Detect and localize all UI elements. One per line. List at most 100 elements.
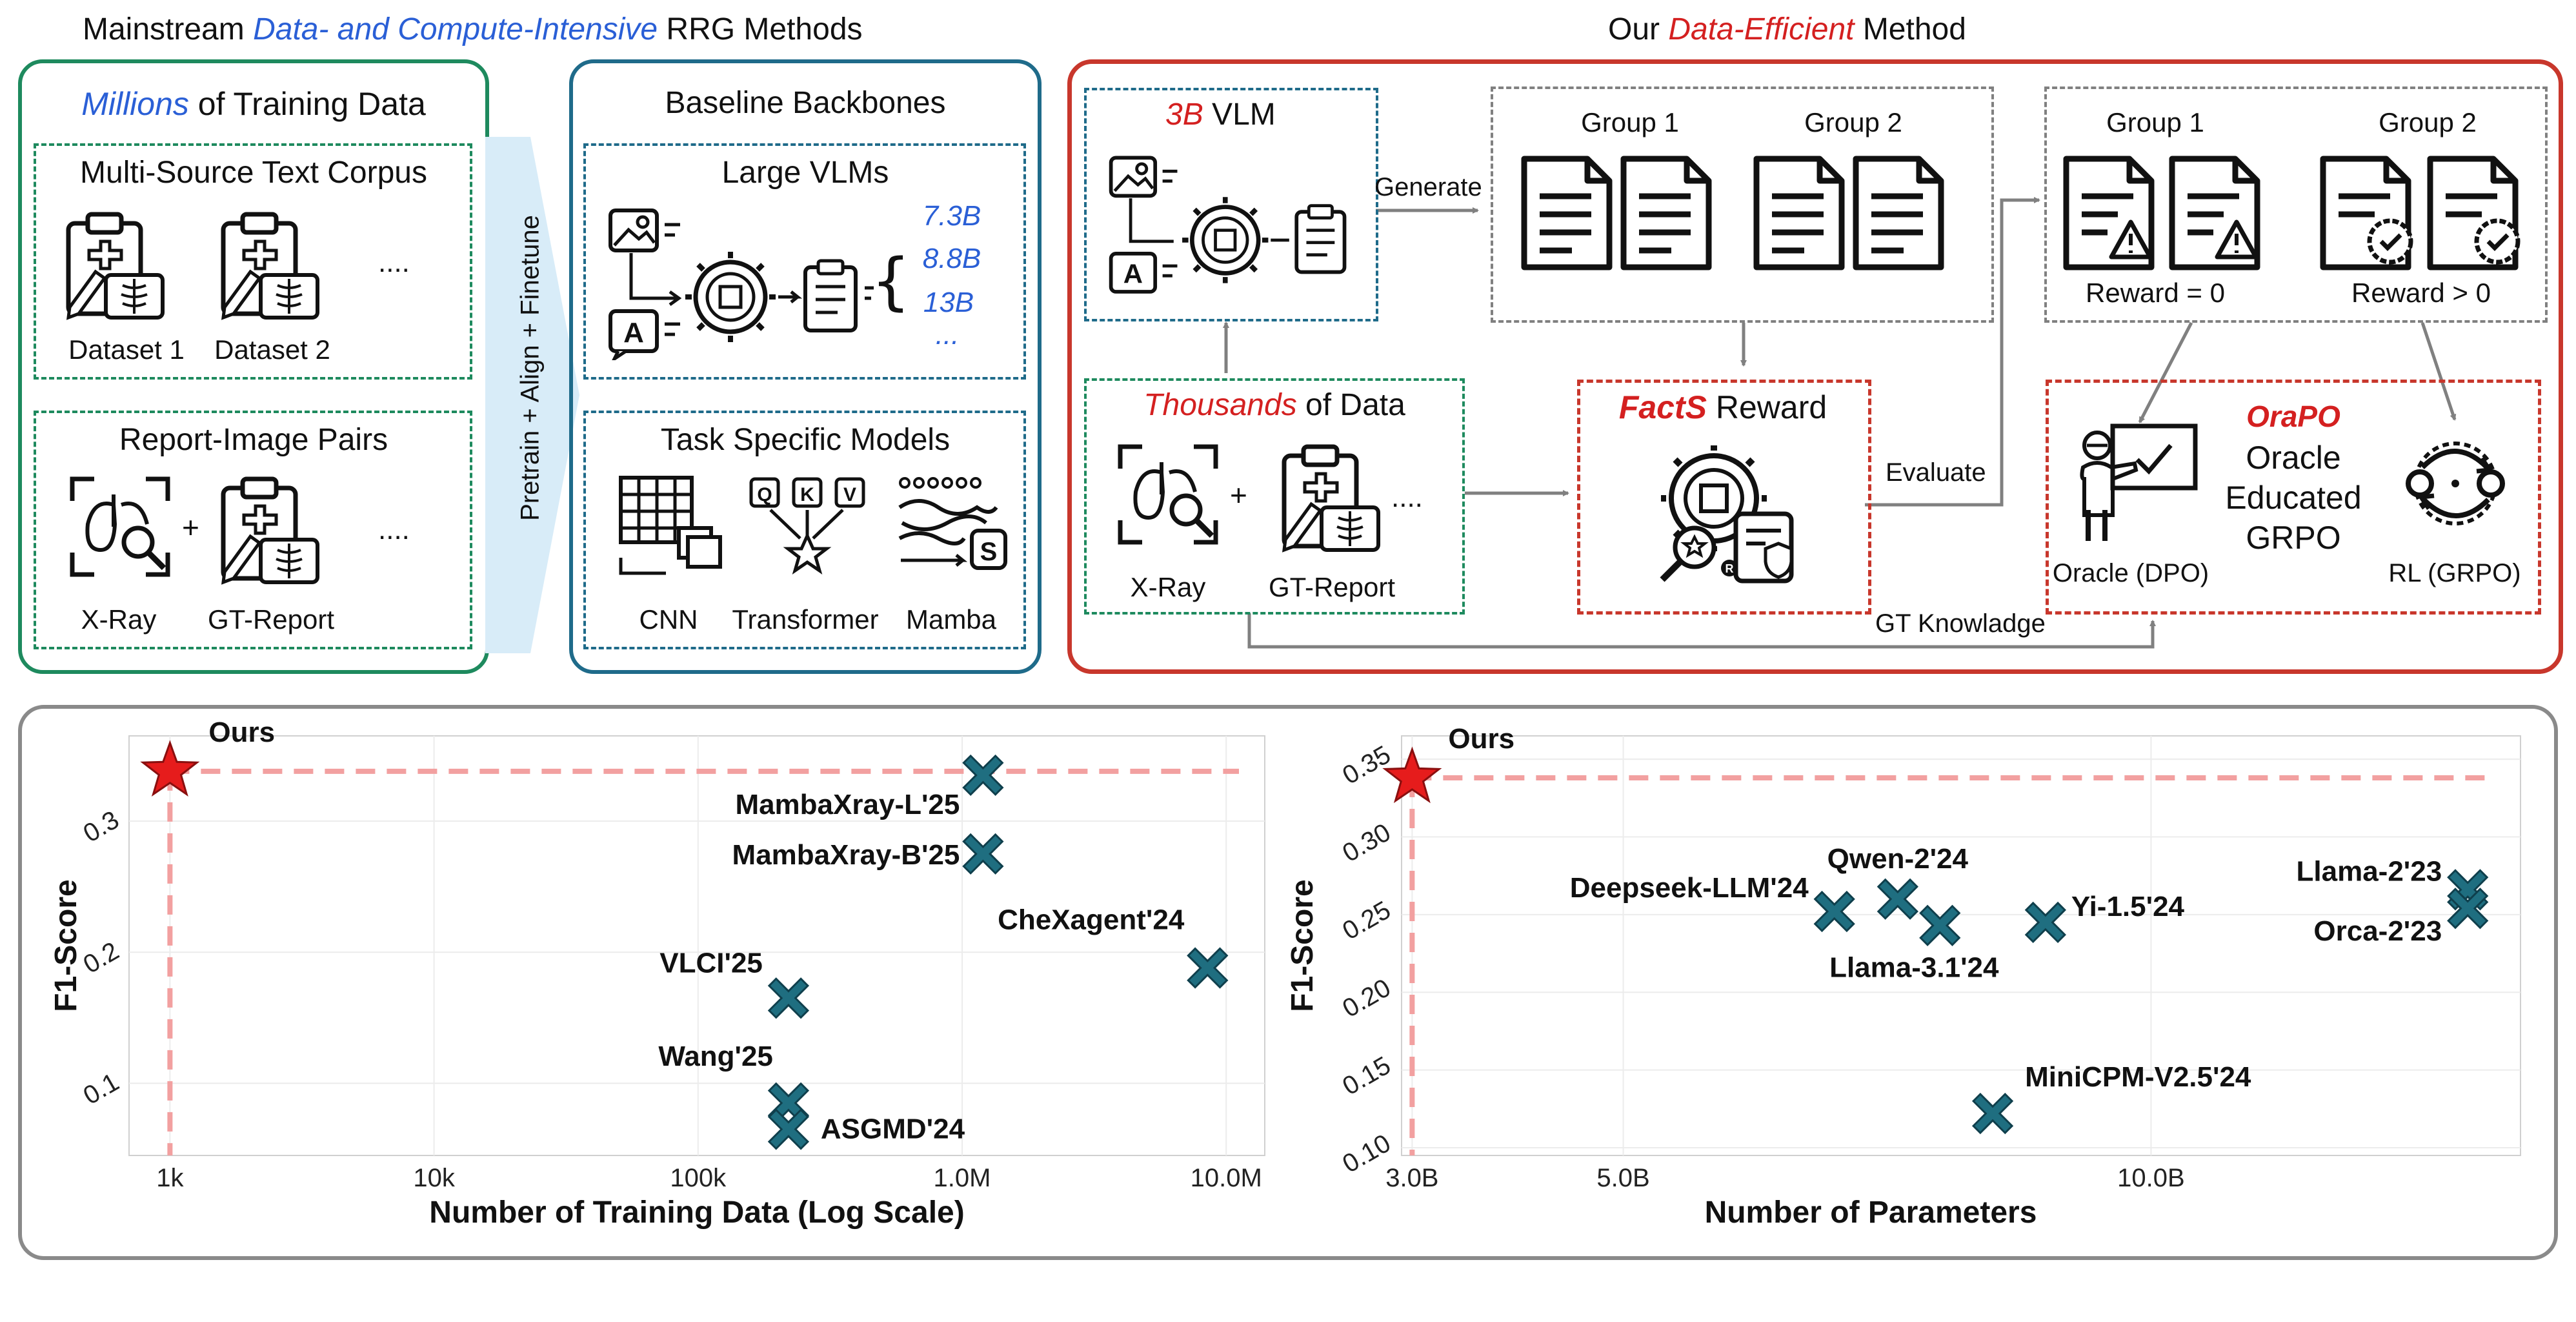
our-method-panel — [1067, 59, 2563, 674]
chart2-point — [1919, 904, 1961, 946]
ours-plus: + — [1230, 478, 1247, 512]
reward-group1-label: Group 1 — [2106, 107, 2204, 137]
right-heading-post: Method — [1854, 12, 1966, 46]
reward-positive-label: Reward > 0 — [2351, 278, 2491, 308]
chart2-y-tick: 0.30 — [1338, 818, 1395, 868]
task-models-box — [583, 411, 1026, 649]
chart1-point — [962, 833, 1004, 875]
thousands-post: of Data — [1296, 388, 1405, 422]
chart1-point-label: VLCI'25 — [659, 947, 763, 979]
facts-reward-box — [1577, 380, 1871, 615]
vlm-size-4: ... — [935, 319, 960, 351]
oracle-teacher-icon — [2080, 423, 2198, 541]
thousands-data-box — [1084, 378, 1465, 615]
text-corpus-title: Multi-Source Text Corpus — [80, 156, 427, 190]
reward-groups-box — [2044, 86, 2548, 323]
mamba-icon: S — [898, 477, 1007, 570]
large-vlms-title: Large VLMs — [721, 156, 889, 190]
mamba-label: Mamba — [905, 604, 997, 635]
pretrain-arrow — [485, 137, 579, 653]
charts-panel — [18, 705, 2558, 1260]
chart1-point — [962, 754, 1004, 797]
orapo-line2: Educated — [2225, 480, 2362, 516]
small-vlm-box — [1084, 88, 1378, 321]
chart1-x-tick: 1.0M — [934, 1164, 991, 1192]
chart1-x-axis-label: Number of Training Data (Log Scale) — [429, 1195, 964, 1230]
chart1-point — [767, 977, 810, 1019]
training-data-title: Millions of Training Data — [81, 85, 426, 123]
gt-knowledge-label: GT Knowladge — [1871, 609, 2049, 638]
facts-reward-icon: R — [1660, 445, 1794, 584]
left-heading-pre: Mainstream — [83, 12, 254, 46]
chart1-x-tick: 1k — [156, 1164, 184, 1192]
large-vlms-box — [583, 143, 1026, 380]
transformer-label: Transformer — [732, 604, 879, 635]
ours-xray-icon — [1118, 444, 1218, 545]
ours-xray-label: X-Ray — [1130, 572, 1206, 602]
chart2-x-axis-label: Number of Parameters — [1705, 1195, 2037, 1230]
report-clipboard-icon — [221, 476, 319, 585]
baseline-backbones-title: Baseline Backbones — [665, 86, 946, 120]
vlm-icon: A — [609, 208, 874, 360]
clipboard-icon — [66, 212, 165, 320]
report-image-box — [34, 411, 472, 649]
report-image-title: Report-Image Pairs — [119, 423, 388, 457]
chart1-point-label: Ours — [208, 717, 275, 748]
ours-report-label: GT-Report — [1268, 572, 1396, 602]
right-heading: Our Data-Efficient Method — [1608, 12, 1966, 47]
pairs-ellipsis: .... — [378, 514, 410, 545]
baseline-backbones-panel — [569, 59, 1041, 674]
q-letter: Q — [757, 484, 772, 505]
vlm-size-3: 13B — [923, 287, 974, 318]
cnn-label: CNN — [639, 604, 698, 635]
vlm-brace: { — [871, 245, 911, 318]
svg-text:S: S — [980, 538, 998, 566]
dataset1-label: Dataset 1 — [68, 334, 185, 365]
facts-reward-title: FactS Reward — [1619, 389, 1827, 426]
small-vlm-post: VLM — [1203, 97, 1276, 132]
ours-ellipsis: .... — [1391, 482, 1423, 513]
thousands-data-title: Thousands of Data — [1143, 387, 1405, 423]
chart1-point-label: MambaXray-L'25 — [735, 789, 960, 820]
rl-cycle-icon — [2406, 442, 2505, 525]
chart2-y-axis-label: F1-Score — [1285, 879, 1320, 1012]
chart1-y-tick: 0.1 — [79, 1068, 124, 1110]
svg-text:A: A — [1123, 259, 1143, 289]
chart2-y-tick: 0.35 — [1338, 740, 1395, 790]
training-data-post: of Training Data — [188, 86, 426, 122]
chart2-y-tick: 0.15 — [1338, 1051, 1395, 1101]
task-models-title: Task Specific Models — [660, 423, 951, 457]
corpus-ellipsis: .... — [378, 247, 410, 278]
vlm-size-1: 7.3B — [922, 200, 981, 232]
gt-report-label: GT-Report — [207, 604, 335, 635]
warning-reports-icon — [2063, 156, 2260, 270]
small-vlm-highlight: 3B — [1165, 97, 1203, 132]
chart1-point-label: Wang'25 — [658, 1041, 773, 1072]
xray-icon — [70, 476, 170, 577]
rl-grpo-label: RL (GRPO) — [2388, 559, 2521, 587]
chart1-point — [767, 1108, 810, 1150]
chart2-y-tick: 0.25 — [1338, 896, 1395, 946]
chart2-point — [1877, 878, 1918, 920]
chart2-point — [2447, 888, 2489, 930]
chart2-x-tick: 10.0B — [2117, 1164, 2185, 1192]
chart1-point-label: CheXagent'24 — [998, 904, 1185, 936]
chart2-y-tick: 0.20 — [1338, 973, 1395, 1023]
svg-text:A: A — [623, 317, 644, 349]
chart1-plot-area — [128, 735, 1265, 1156]
chart2-x-tick: 5.0B — [1596, 1164, 1649, 1192]
training-data-highlight: Millions — [81, 86, 189, 122]
chart2-star-marker — [1382, 746, 1442, 804]
ours-report-icon — [1282, 444, 1380, 553]
facts-post: Reward — [1706, 389, 1827, 425]
right-heading-highlight: Data-Efficient — [1668, 12, 1855, 46]
chart2-point-label: Llama-3.1'24 — [1829, 952, 1999, 984]
orapo-line3: GRPO — [2246, 520, 2341, 556]
orapo-title: OraPO — [2246, 400, 2340, 433]
xray-label: X-Ray — [81, 604, 157, 635]
check-reports-icon — [2320, 156, 2521, 270]
pairs-plus: + — [182, 511, 199, 544]
chart2-point — [1813, 890, 1855, 933]
chart2-x-tick: 3.0B — [1385, 1164, 1438, 1192]
